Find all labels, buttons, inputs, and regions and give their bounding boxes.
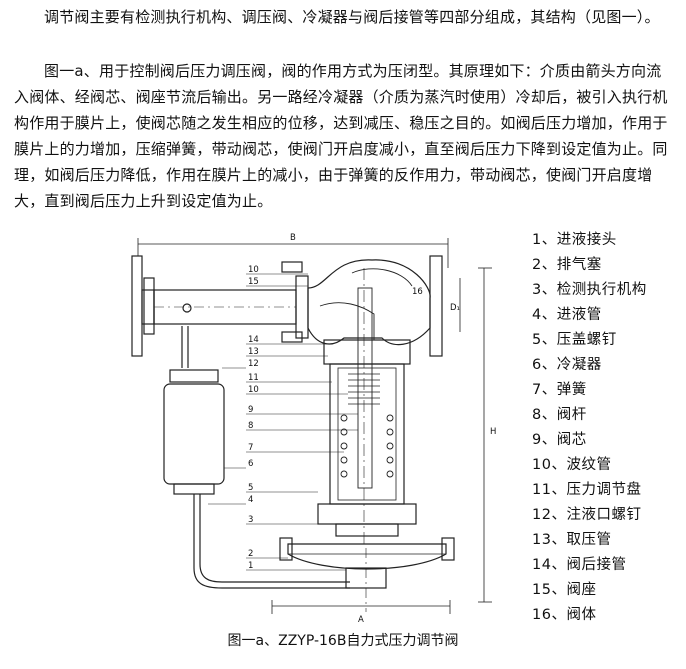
dim-b-label: B — [290, 233, 296, 243]
callout-label: 4 — [248, 495, 253, 505]
list-item: 6、冷凝器 — [532, 357, 602, 373]
intro-paragraph: 调节阀主要有检测执行机构、调压阀、冷凝器与阀后接管等四部分组成，其结构（见图一）… — [44, 8, 660, 26]
callout-label: 1 — [248, 561, 253, 571]
callout-label: 11 — [248, 373, 259, 383]
callout-label: 5 — [248, 483, 253, 493]
list-item: 2、排气塞 — [532, 257, 602, 273]
list-item: 5、压盖螺钉 — [532, 332, 617, 348]
list-item: 3、检测执行机构 — [532, 282, 647, 298]
callout-label: 6 — [248, 459, 253, 469]
list-item: 4、进液管 — [532, 307, 602, 323]
callout-label: 8 — [248, 421, 253, 431]
principle-paragraph: 图一a、用于控制阀后压力调压阀，阀的作用方式为压闭型。其原理如下：介质由箭头方向… — [14, 62, 668, 210]
list-item: 14、阀后接管 — [532, 557, 627, 573]
callout-label: 15 — [248, 277, 259, 287]
callout-label: 14 — [248, 335, 259, 345]
dim-a-label: A — [358, 615, 364, 625]
parts-list: 1、进液接头 2、排气塞 3、检测执行机构 4、进液管 5、压盖螺钉 6、冷凝器… — [532, 228, 682, 628]
list-item: 10、波纹管 — [532, 457, 612, 473]
list-item: 8、阀杆 — [532, 407, 587, 423]
callout-label: 9 — [248, 405, 253, 415]
callout-label: 3 — [248, 515, 253, 525]
list-item: 11、压力调节盘 — [532, 482, 642, 498]
list-item: 12、注液口螺钉 — [532, 507, 642, 523]
dim-d1-label: D₁ — [450, 303, 460, 313]
list-item: 15、阀座 — [532, 582, 597, 598]
list-item: 16、阀体 — [532, 607, 597, 623]
callout-label: 7 — [248, 443, 253, 453]
list-item: 13、取压管 — [532, 532, 612, 548]
figure-caption: 图一a、ZZYP-16B自力式压力调节阀 — [227, 633, 459, 649]
callout-label: 10 — [248, 265, 259, 275]
callout-label: 2 — [248, 549, 253, 559]
list-item: 7、弹簧 — [532, 382, 587, 398]
list-item: 1、进液接头 — [532, 232, 617, 248]
list-item: 9、阀芯 — [532, 432, 587, 448]
callout-label: 12 — [248, 359, 259, 369]
callout-label: 16 — [412, 287, 423, 297]
callout-label: 13 — [248, 347, 259, 357]
callout-label: 10 — [248, 385, 259, 395]
dim-h-label: H — [490, 427, 496, 437]
valve-drawing: B A H D₁ 10 15 14 13 12 11 10 9 8 7 6 5 … — [131, 233, 496, 625]
